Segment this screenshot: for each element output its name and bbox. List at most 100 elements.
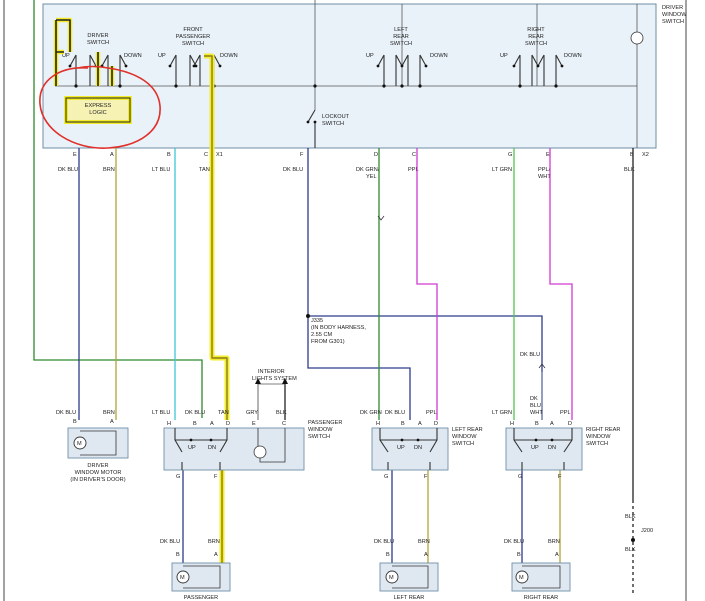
- right-rear-down-label: DOWN: [564, 53, 582, 59]
- svg-text:PPL: PPL: [408, 167, 419, 173]
- svg-text:PPL: PPL: [426, 410, 437, 416]
- svg-text:PASSENGER: PASSENGER: [184, 595, 218, 601]
- connector-arrows: [377, 215, 546, 369]
- svg-text:DK BLU: DK BLU: [56, 410, 76, 416]
- driver-window-switch-title: DRIVER WINDOW SWITCH: [662, 5, 687, 25]
- illumination-lamp-icon: [630, 31, 644, 45]
- left-rear-up-label: UP: [366, 53, 374, 59]
- svg-text:FRONT: FRONT: [183, 27, 203, 33]
- svg-text:PPL: PPL: [560, 410, 571, 416]
- svg-text:DRIVER: DRIVER: [87, 33, 108, 39]
- svg-text:SWITCH: SWITCH: [586, 441, 608, 447]
- svg-text:PASSENGER: PASSENGER: [176, 34, 210, 40]
- svg-text:LOCKOUT: LOCKOUT: [322, 114, 350, 120]
- wires: [33, 0, 634, 596]
- svg-text:DK GRN/: DK GRN/: [356, 167, 380, 173]
- svg-text:BRN: BRN: [548, 539, 560, 545]
- top-pin-a: A: [110, 152, 114, 158]
- front-passenger-switch-label: FRONT PASSENGER SWITCH: [176, 27, 210, 47]
- right-rear-up-label: UP: [500, 53, 508, 59]
- svg-text:H: H: [376, 421, 380, 427]
- svg-text:WINDOW: WINDOW: [452, 434, 477, 440]
- svg-text:BRN: BRN: [103, 410, 115, 416]
- splice-j335-label: J335 (IN BODY HARNESS, 2.55 CM FROM G301…: [311, 318, 366, 345]
- left-rear-switch-label: LEFT REAR SWITCH: [390, 27, 412, 47]
- interior-lights-label: INTERIOR LIGHTS SYSTEM: [252, 369, 297, 382]
- svg-text:LT BLU: LT BLU: [152, 410, 170, 416]
- right-rear-window-motor: DK BLU BRN B A M RIGHT REAR: [504, 539, 571, 601]
- svg-text:SWITCH: SWITCH: [525, 41, 547, 47]
- svg-text:DK GRN: DK GRN: [360, 410, 382, 416]
- svg-text:WINDOW: WINDOW: [308, 427, 333, 433]
- lockout-switch: LOCKOUT SWITCH: [306, 109, 350, 148]
- driver-window-motor: DK BLU BRN B A M DRIVER WINDOW MOTOR (IN…: [56, 410, 129, 483]
- svg-text:SWITCH: SWITCH: [390, 41, 412, 47]
- svg-text:H: H: [167, 421, 171, 427]
- svg-text:UP: UP: [531, 445, 539, 451]
- svg-text:B: B: [386, 552, 390, 558]
- svg-text:LT BLU: LT BLU: [152, 167, 170, 173]
- svg-text:WINDOW: WINDOW: [586, 434, 611, 440]
- svg-text:M: M: [519, 575, 524, 581]
- svg-text:BLU: BLU: [530, 403, 541, 409]
- svg-text:D: D: [568, 421, 572, 427]
- splice-j200-dot: [631, 538, 635, 542]
- svg-text:LEFT REAR: LEFT REAR: [394, 595, 425, 601]
- svg-text:BRN: BRN: [103, 167, 115, 173]
- svg-text:F: F: [424, 474, 428, 480]
- driver-switch-up-label: UP: [62, 53, 70, 59]
- svg-text:REAR: REAR: [393, 34, 409, 40]
- highlighted-tan-wire: [204, 53, 230, 566]
- svg-text:(IN BODY HARNESS,: (IN BODY HARNESS,: [311, 325, 366, 331]
- svg-text:B: B: [535, 421, 539, 427]
- top-pin-b2: B: [630, 152, 634, 158]
- wire-dk-grn-feed: [33, 0, 203, 418]
- top-pin-e: E: [73, 152, 77, 158]
- svg-text:2.55 CM: 2.55 CM: [311, 332, 332, 338]
- svg-text:UP: UP: [188, 445, 196, 451]
- top-pin-f: F: [300, 152, 304, 158]
- svg-text:A: A: [210, 421, 214, 427]
- red-annotation-circle: [39, 65, 161, 149]
- svg-text:DN: DN: [414, 445, 422, 451]
- svg-text:UP: UP: [397, 445, 405, 451]
- svg-text:DK BLU: DK BLU: [160, 539, 180, 545]
- svg-text:A: A: [418, 421, 422, 427]
- top-pin-c: C: [204, 152, 208, 158]
- svg-text:F: F: [214, 474, 218, 480]
- top-pin-b: B: [167, 152, 171, 158]
- svg-text:GRY: GRY: [246, 410, 258, 416]
- wire-rr-ppl-wht: [549, 148, 573, 420]
- svg-text:RIGHT REAR: RIGHT REAR: [524, 595, 558, 601]
- passenger-window-switch: LT BLU DK BLU TAN GRY BLK H B A D E C UP…: [152, 410, 342, 480]
- svg-text:DRIVER: DRIVER: [87, 463, 108, 469]
- svg-text:BRN: BRN: [208, 539, 220, 545]
- driver-switch-down-label: DOWN: [124, 53, 142, 59]
- svg-text:M: M: [389, 575, 394, 581]
- svg-text:WINDOW MOTOR: WINDOW MOTOR: [75, 470, 122, 476]
- svg-text:A: A: [110, 419, 114, 425]
- svg-text:(IN DRIVER'S DOOR): (IN DRIVER'S DOOR): [70, 477, 125, 483]
- top-pin-letters: E A B C F D C G E B: [73, 152, 634, 158]
- svg-text:BLK: BLK: [624, 167, 635, 173]
- front-passenger-up-label: UP: [158, 53, 166, 59]
- svg-text:D: D: [226, 421, 230, 427]
- svg-text:PPL/: PPL/: [538, 167, 551, 173]
- svg-text:SWITCH: SWITCH: [308, 434, 330, 440]
- svg-text:LIGHTS SYSTEM: LIGHTS SYSTEM: [252, 376, 297, 382]
- svg-text:SWITCH: SWITCH: [662, 19, 684, 25]
- express-logic-box: EXPRESS LOGIC: [64, 96, 132, 124]
- connector-x2-label: X2: [642, 152, 649, 158]
- svg-text:B: B: [176, 552, 180, 558]
- svg-text:A: A: [555, 552, 559, 558]
- left-rear-motor-icon: [385, 570, 399, 584]
- svg-text:DN: DN: [208, 445, 216, 451]
- svg-text:G: G: [518, 474, 522, 480]
- svg-text:SWITCH: SWITCH: [452, 441, 474, 447]
- connector-x1-label: X1: [216, 152, 223, 158]
- svg-text:DK BLU: DK BLU: [283, 167, 303, 173]
- svg-text:BLK: BLK: [625, 514, 636, 520]
- wire-lr-ppl: [416, 148, 438, 420]
- interior-lights-arrows: [255, 378, 288, 384]
